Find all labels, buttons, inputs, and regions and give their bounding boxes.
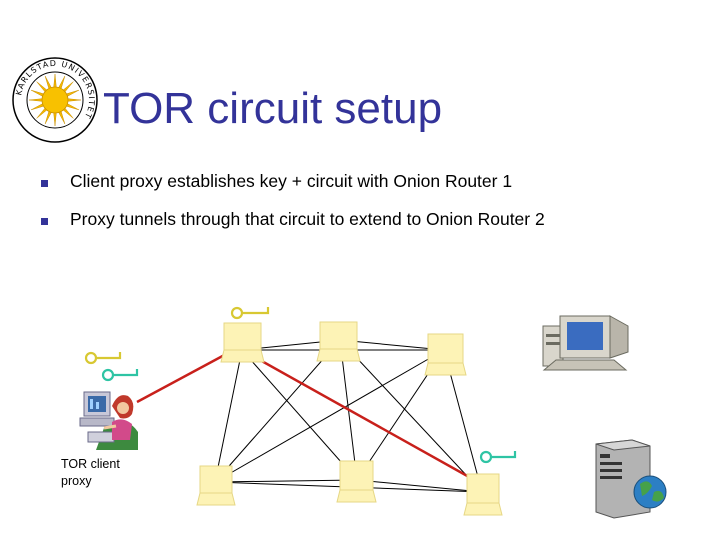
network-link	[214, 349, 243, 483]
network-link	[339, 339, 483, 493]
key-icon	[479, 450, 517, 464]
client-proxy-label: TOR client proxy	[61, 456, 120, 490]
network-link	[214, 349, 445, 483]
router-node	[336, 460, 377, 503]
router-node	[196, 465, 236, 506]
bullet-marker	[41, 218, 48, 225]
client-proxy-label-line: proxy	[61, 474, 92, 488]
bullet-text: Proxy tunnels through that circuit to ex…	[70, 209, 545, 229]
circuit-link	[241, 348, 479, 484]
desktop-computer-icon	[542, 315, 629, 371]
router-node	[463, 473, 503, 516]
circuit-link	[136, 350, 231, 404]
university-seal-logo: KARLSTAD UNIVERSITET	[12, 57, 98, 143]
network-link	[214, 479, 358, 483]
key-icon	[101, 368, 139, 382]
network-link	[356, 479, 483, 493]
bullet-text: Client proxy establishes key + circuit w…	[70, 171, 513, 191]
key-icon	[230, 306, 270, 320]
client-proxy-label-line: TOR client	[61, 457, 120, 471]
network-link	[241, 349, 358, 481]
bullet-marker	[41, 180, 48, 187]
slide-title: TOR circuit setup	[103, 84, 443, 133]
user-at-computer-icon	[79, 391, 138, 450]
router-node	[424, 333, 467, 376]
server-globe-icon	[595, 439, 667, 519]
key-icon	[84, 351, 122, 365]
network-link	[214, 339, 341, 483]
router-node	[316, 321, 361, 362]
router-node	[220, 322, 265, 363]
